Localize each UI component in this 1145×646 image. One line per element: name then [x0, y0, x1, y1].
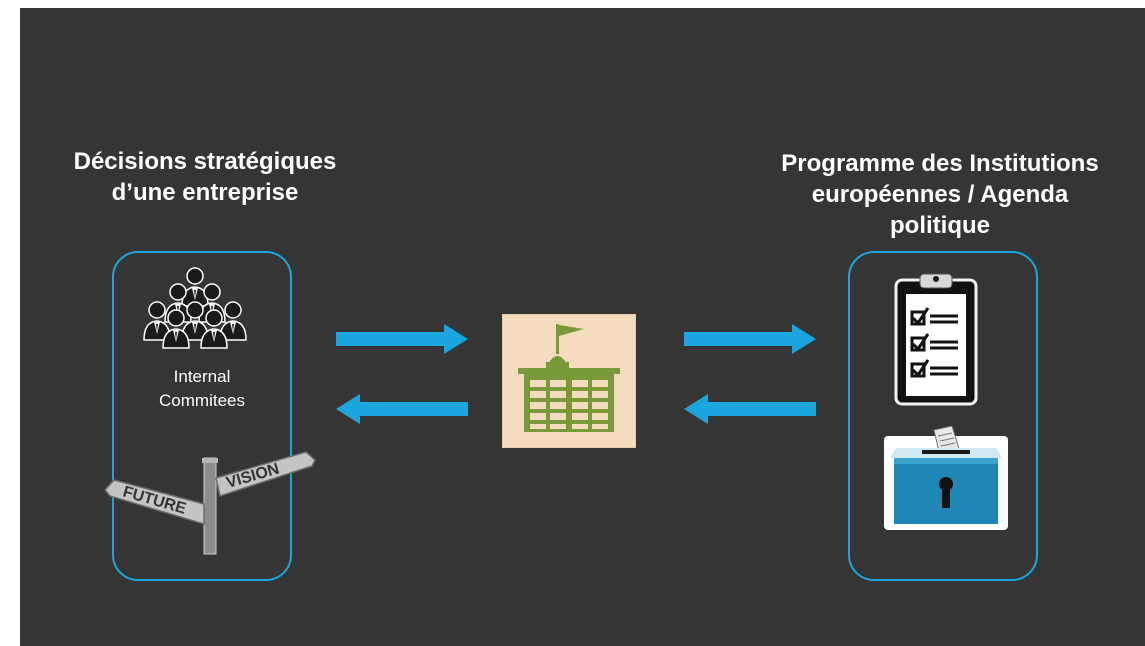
people-group-icon	[143, 267, 247, 349]
right-title-line-3: politique	[890, 212, 990, 239]
institution-building-icon	[518, 324, 620, 432]
committee-label-line-2: Commitees	[159, 391, 245, 410]
right-title: Programme des Institutions européennes /…	[735, 148, 1145, 241]
committee-label: Internal Commitees	[112, 365, 292, 413]
right-title-line-1: Programme des Institutions	[781, 150, 1099, 177]
arrow-right-right	[684, 324, 816, 354]
hub-tile	[502, 314, 636, 448]
committee-label-line-1: Internal	[173, 367, 231, 386]
left-panel	[112, 251, 292, 581]
sign-future-text: FUTURE	[121, 484, 188, 518]
left-title: Décisions stratégiques d’une entreprise	[15, 146, 395, 208]
arrow-right-left	[336, 324, 468, 354]
ballot-box-icon	[884, 426, 1008, 530]
right-panel	[848, 251, 1038, 581]
clipboard-checklist-icon	[894, 273, 978, 406]
sign-vision-text: VISION	[224, 461, 281, 492]
arrow-left-right	[684, 394, 816, 424]
right-title-line-2: européennes / Agenda	[811, 181, 1069, 208]
left-title-line-1: Décisions stratégiques	[73, 148, 337, 175]
left-title-line-2: d’une entreprise	[111, 179, 299, 206]
slide: Décisions stratégiques d’une entreprise …	[20, 8, 1145, 646]
signpost-icon: VISION FUTURE	[104, 451, 316, 555]
arrow-left-left	[336, 394, 468, 424]
